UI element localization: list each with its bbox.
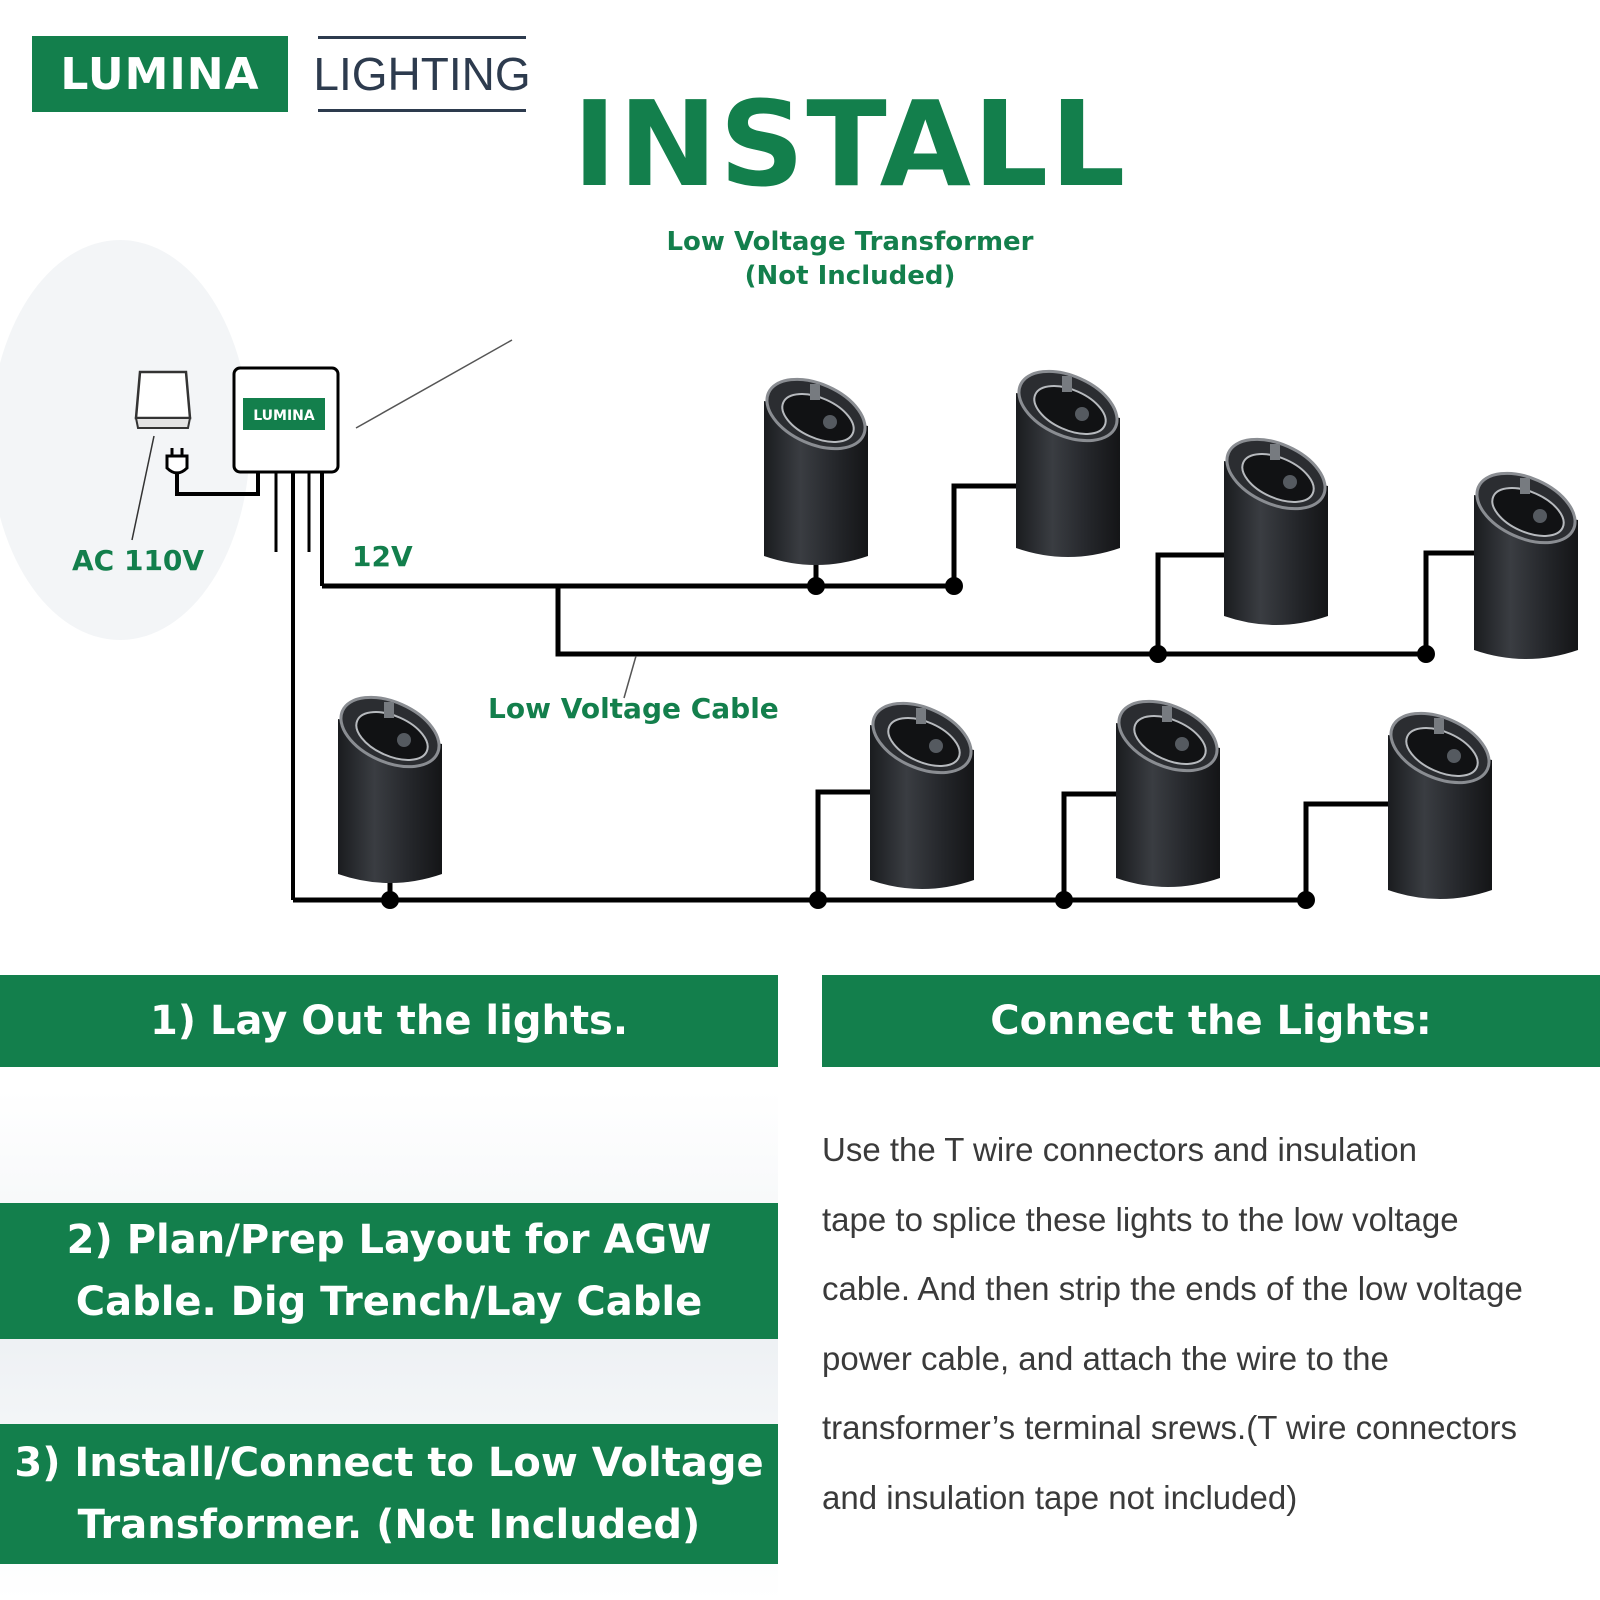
spotlight-icon (754, 363, 878, 567)
dc-voltage-label: 12V (352, 540, 413, 573)
step-2-line2: Cable. Dig Trench/Lay Cable (75, 1279, 703, 1325)
transformer-label: Low Voltage Transformer (Not Included) (600, 225, 1100, 293)
transformer-brand-label: LUMINA (253, 408, 315, 424)
wiring-diagram: LUMINA (0, 240, 1588, 909)
instruction-line: Use the T wire connectors and insulation (822, 1131, 1417, 1168)
step-2-line1: 2) Plan/Prep Layout for AGW (66, 1217, 712, 1263)
instruction-line: and insulation tape not included) (822, 1478, 1298, 1516)
brand-logo: LUMINA (32, 36, 288, 112)
instruction-line: tape to splice these lights to the low v… (822, 1200, 1459, 1238)
ac-voltage-label: AC 110V (72, 544, 205, 577)
spotlight-icon (1378, 697, 1502, 901)
spotlight-icon (328, 681, 452, 885)
wall-outlet-icon (134, 370, 192, 429)
step-3-line2: Transformer. (Not Included) (77, 1502, 701, 1548)
transformer-icon: LUMINA (232, 339, 513, 900)
spotlight-icon (1214, 423, 1338, 627)
spotlight-icon (1464, 457, 1588, 661)
connect-heading: Connect the Lights: (822, 975, 1600, 1067)
spotlight-icon (860, 687, 984, 891)
step-2-banner: 2) Plan/Prep Layout for AGW Cable. Dig T… (0, 1203, 778, 1339)
step-3-line1: 3) Install/Connect to Low Voltage (14, 1440, 764, 1486)
instruction-line: transformer’s terminal srews.(T wire con… (822, 1409, 1518, 1446)
step-3-banner: 3) Install/Connect to Low Voltage Transf… (0, 1424, 778, 1564)
instruction-line: power cable, and attach the wire to the (822, 1339, 1389, 1377)
instruction-line: cable. And then strip the ends of the lo… (822, 1270, 1523, 1307)
plug-icon (165, 448, 260, 496)
connect-instructions: Use the T wire connectors and insulation… (822, 1115, 1582, 1532)
brand-subtitle: LIGHTING (313, 36, 531, 112)
spotlight-icon (1006, 355, 1130, 559)
transformer-label-line2: (Not Included) (744, 261, 956, 291)
step-1-banner: 1) Lay Out the lights. (0, 975, 778, 1067)
page-title: INSTALL (572, 75, 1128, 213)
spotlight-icon (1106, 685, 1230, 889)
cable-label: Low Voltage Cable (488, 692, 779, 725)
transformer-label-line1: Low Voltage Transformer (666, 227, 1034, 257)
